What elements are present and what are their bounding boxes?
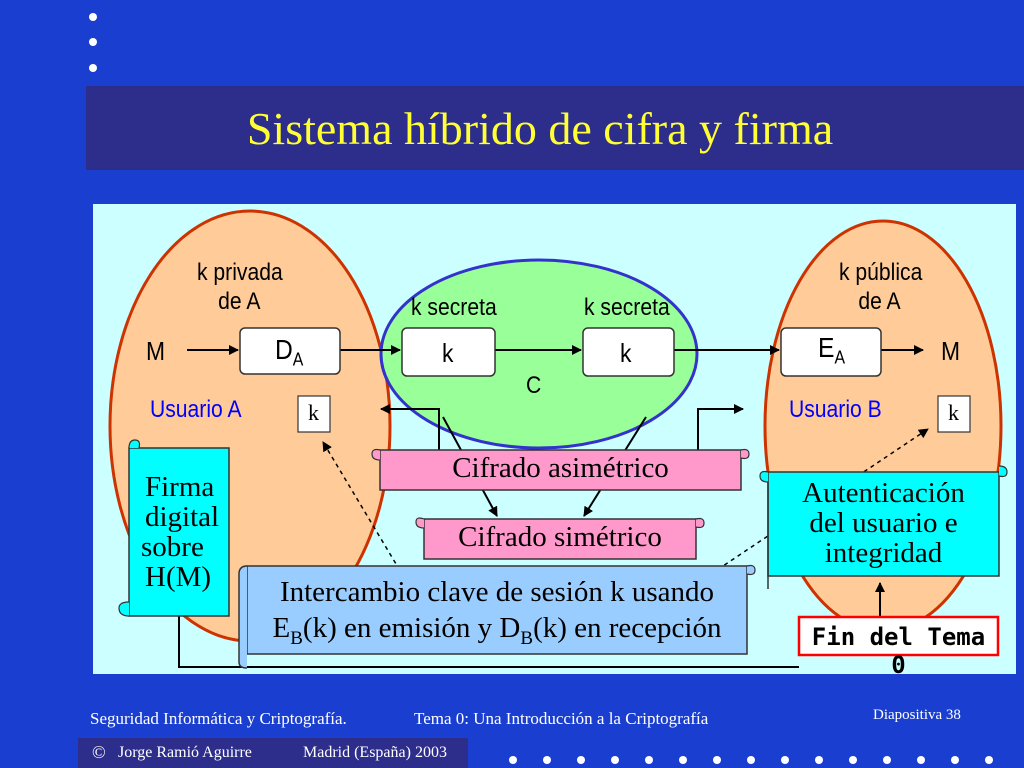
footer-topic: Tema 0: Una Introducción a la Criptograf…	[414, 709, 709, 728]
k-small-box-a	[297, 395, 331, 433]
decor-dot	[89, 64, 97, 72]
intercambio-line-2: EB(k) en emisión y DB(k) en recepción	[247, 610, 747, 657]
decor-dot	[781, 756, 789, 764]
firma-line-1: Firma	[145, 471, 215, 503]
secret-channel-ellipse	[379, 258, 699, 450]
decor-dot	[883, 756, 891, 764]
k-secreta-left-label: k secreta	[411, 294, 497, 321]
firma-line-4: H(M)	[145, 561, 212, 593]
usuario-a-label: Usuario A	[150, 396, 242, 423]
da-main: D	[275, 334, 293, 365]
intercambio-sub-b2: B	[520, 627, 534, 649]
diagram-panel: k privada de A k pública de A k secreta …	[93, 204, 1016, 674]
k-box-right	[582, 327, 675, 377]
copyright-icon: ©	[92, 742, 106, 762]
ea-main: E	[818, 332, 835, 363]
k-privada-line1: k privada	[197, 259, 283, 286]
footer-place: Madrid (España) 2003	[303, 744, 447, 761]
bottom-connector	[178, 612, 799, 668]
decor-dot	[713, 756, 721, 764]
autenticacion-label: Autenticación del usuario e integridad	[768, 478, 999, 568]
da-box	[239, 327, 341, 375]
cifrado-simetrico-label: Cifrado simétrico	[458, 521, 662, 553]
m-left-label: M	[146, 336, 166, 366]
intercambio-label: Intercambio clave de sesión k usando EB(…	[247, 574, 747, 657]
k-publica-line1: k pública	[839, 259, 923, 286]
c-label: C	[526, 372, 542, 399]
ea-box	[780, 327, 882, 377]
firma-line-3: sobre	[141, 531, 204, 563]
decor-dot	[89, 38, 97, 46]
k-publica-line2: de A	[858, 288, 901, 315]
scroll-firma-digital	[118, 439, 230, 617]
intercambio-line-1: Intercambio clave de sesión k usando	[279, 576, 715, 608]
diagram-canvas	[108, 209, 1008, 669]
ea-label: EA	[818, 332, 845, 369]
k-secreta-right-label: k secreta	[584, 294, 670, 321]
fin-tema-box	[797, 615, 1000, 657]
k-box-left	[401, 327, 496, 377]
scroll-cifrado-simetrico	[415, 517, 705, 560]
decor-dot	[577, 756, 585, 764]
cifrado-asimetrico-label: Cifrado asimétrico	[452, 452, 669, 484]
footer-author: Jorge Ramió Aguirre	[118, 744, 252, 761]
autenticacion-line-1: Autenticación	[802, 477, 965, 509]
k-small-b-label: k	[948, 400, 959, 425]
decor-dot	[917, 756, 925, 764]
decor-dot	[645, 756, 653, 764]
intercambio-sub-b1: B	[290, 627, 303, 649]
decor-dot	[815, 756, 823, 764]
decor-dot	[985, 756, 993, 764]
k-box-right-label: k	[620, 338, 632, 368]
decor-dot	[509, 756, 517, 764]
intercambio-e: E	[272, 612, 291, 644]
slide-title: Sistema híbrido de cifra y firma	[246, 102, 834, 154]
decor-dot	[543, 756, 551, 764]
autenticacion-line-3: integridad	[824, 537, 943, 569]
k-publica-label: k pública de A	[839, 258, 922, 316]
intercambio-end: (k) en recepción	[533, 612, 722, 644]
k-small-box-b	[937, 395, 971, 433]
title-bar: Sistema híbrido de cifra y firma	[86, 86, 1024, 170]
firma-line-2: digital	[145, 501, 220, 533]
da-sub: A	[292, 349, 304, 370]
decor-dot	[679, 756, 687, 764]
firma-digital-label: Firma digital sobre H(M)	[141, 472, 219, 592]
k-privada-label: k privada de A	[197, 258, 283, 316]
footer-author-bar	[78, 738, 468, 768]
fin-tema-label: Fin del Tema 0	[811, 623, 986, 674]
scroll-intercambio	[238, 564, 756, 669]
bracket-arrow-right	[697, 404, 744, 450]
footer-slide-number: Diapositiva 38	[873, 707, 961, 723]
decor-dot	[611, 756, 619, 764]
bracket-arrow-left	[380, 404, 440, 450]
k-box-left-label: k	[442, 338, 454, 368]
k-privada-line2: de A	[218, 288, 261, 315]
footer-course: Seguridad Informática y Criptografía.	[90, 709, 347, 728]
dashed-arrow-firma-to-k	[322, 441, 409, 585]
scroll-cifrado-asimetrico	[371, 448, 750, 491]
m-right-label: M	[941, 336, 961, 366]
decor-dot	[849, 756, 857, 764]
da-label: DA	[275, 334, 303, 371]
usuario-b-label: Usuario B	[789, 396, 882, 423]
scroll-autenticacion	[759, 465, 1008, 589]
decor-dot	[89, 13, 97, 21]
ea-sub: A	[834, 347, 846, 368]
k-small-a-label: k	[308, 400, 319, 425]
autenticacion-line-2: del usuario e	[809, 507, 958, 539]
intercambio-mid: (k) en emisión y D	[302, 612, 521, 644]
decor-dot	[747, 756, 755, 764]
decor-dot	[951, 756, 959, 764]
